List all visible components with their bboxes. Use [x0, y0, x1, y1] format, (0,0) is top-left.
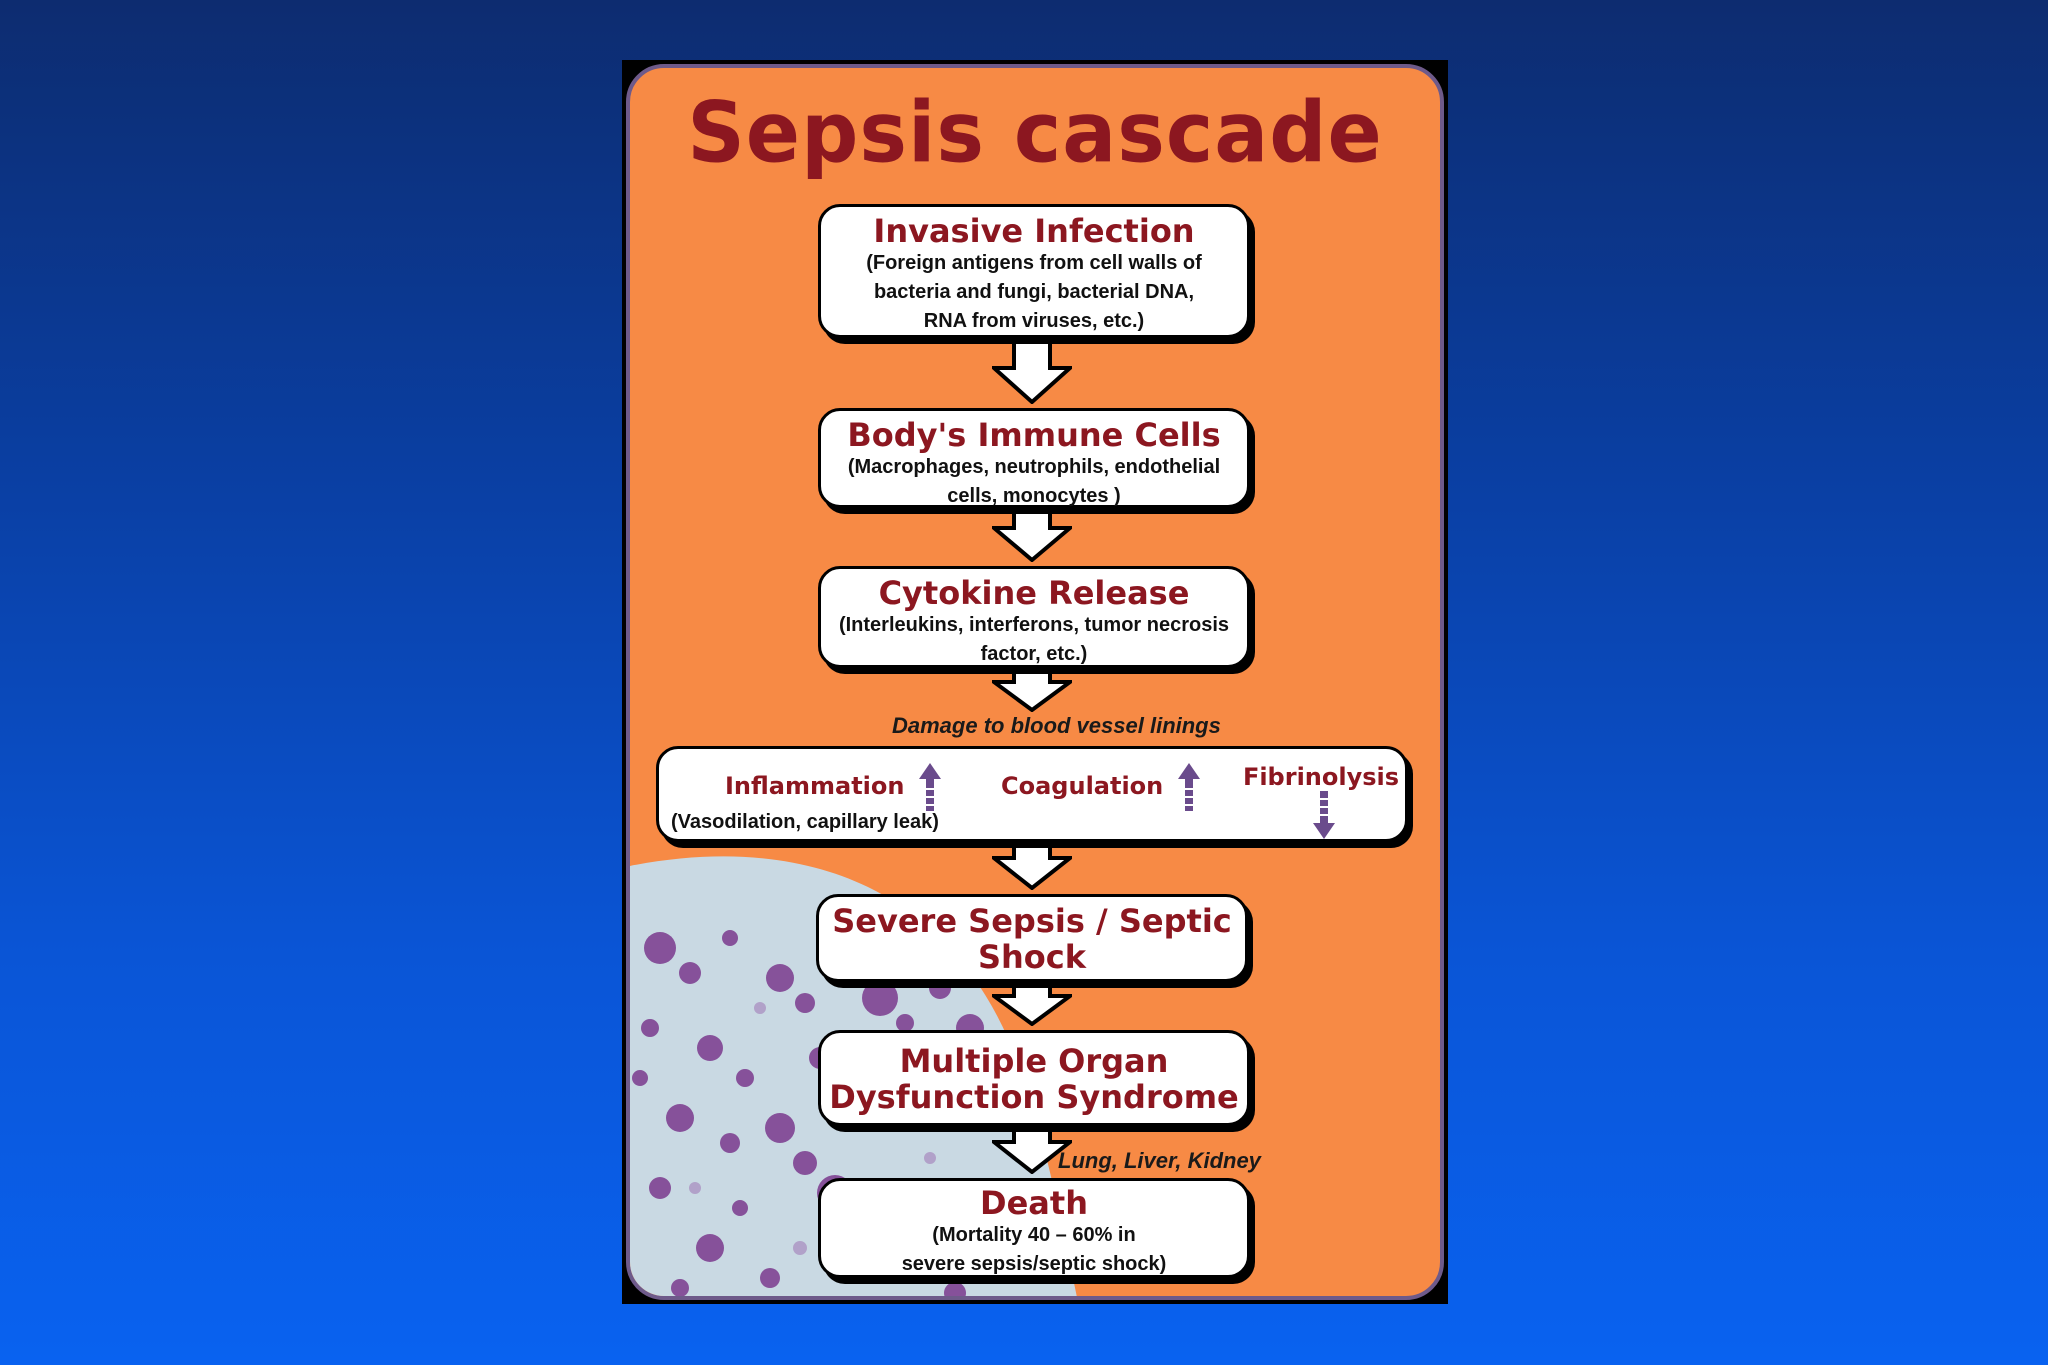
diagram-title: Sepsis cascade	[687, 83, 1383, 182]
effect-inflammation-detail: (Vasodilation, capillary leak)	[671, 811, 939, 833]
flow-arrow-1	[992, 342, 1072, 404]
arrow-down-icon	[1313, 791, 1335, 839]
flow-arrow-2	[992, 512, 1072, 562]
step-detail-line: RNA from viruses, etc.)	[923, 310, 1145, 332]
flow-arrow-4	[992, 846, 1072, 890]
step-detail-line: cells, monocytes )	[947, 485, 1121, 507]
step-heading: Death	[980, 1184, 1088, 1222]
effect-fibrinolysis-label: Fibrinolysis	[1242, 763, 1400, 791]
effect-fibrinolysis: Fibrinolysis	[1237, 763, 1405, 839]
step-cytokine-release: Cytokine Release (Interleukins, interfer…	[818, 566, 1250, 668]
annotation-organs: Lung, Liver, Kidney	[1058, 1148, 1261, 1173]
step-heading-line: Multiple Organ	[899, 1042, 1169, 1080]
step-detail-line: (Foreign antigens from cell walls of	[866, 252, 1202, 274]
step-invasive-infection: Invasive Infection (Foreign antigens fro…	[818, 204, 1250, 338]
step-detail-line: severe sepsis/septic shock)	[901, 1253, 1167, 1275]
step-detail-line: (Macrophages, neutrophils, endothelial	[847, 456, 1221, 478]
arrow-up-icon	[918, 763, 941, 811]
step-severe-sepsis: Severe Sepsis / Septic Shock	[816, 894, 1248, 982]
arrow-up-icon	[1177, 763, 1200, 811]
step-heading: Invasive Infection	[873, 212, 1195, 250]
step-detail-line: bacteria and fungi, bacterial DNA,	[873, 281, 1195, 303]
effect-inflammation-label: Inflammation	[725, 772, 905, 800]
step-heading: Cytokine Release	[878, 574, 1190, 612]
step-detail-line: factor, etc.)	[980, 643, 1088, 665]
slide-image-frame: Sepsis cascade Invasive Infection (Forei…	[622, 60, 1448, 1304]
step-detail-line: (Interleukins, interferons, tumor necros…	[838, 614, 1230, 636]
step-heading-line: Severe Sepsis / Septic	[832, 902, 1232, 940]
annotation-vessel-damage: Damage to blood vessel linings	[892, 713, 1221, 738]
step-death: Death (Mortality 40 – 60% in severe seps…	[818, 1178, 1250, 1278]
step-heading-line: Dysfunction Syndrome	[829, 1078, 1239, 1116]
step-multiple-organ-dysfunction: Multiple Organ Dysfunction Syndrome	[818, 1030, 1250, 1126]
effect-inflammation: Inflammation	[725, 763, 941, 811]
flow-arrow-6	[992, 1130, 1072, 1174]
flow-arrow-5	[992, 986, 1072, 1026]
step-detail-line: (Mortality 40 – 60% in	[932, 1224, 1136, 1246]
flow-arrow-3	[992, 672, 1072, 712]
step-immune-cells: Body's Immune Cells (Macrophages, neutro…	[818, 408, 1250, 508]
effects-box: Inflammation (Vasodilation, capillary le…	[656, 746, 1408, 842]
diagram-panel: Sepsis cascade Invasive Infection (Forei…	[626, 64, 1444, 1300]
step-heading-line: Shock	[977, 938, 1087, 976]
effect-coagulation-label: Coagulation	[1001, 772, 1164, 800]
effect-coagulation: Coagulation	[1001, 763, 1200, 811]
step-heading: Body's Immune Cells	[847, 416, 1221, 454]
